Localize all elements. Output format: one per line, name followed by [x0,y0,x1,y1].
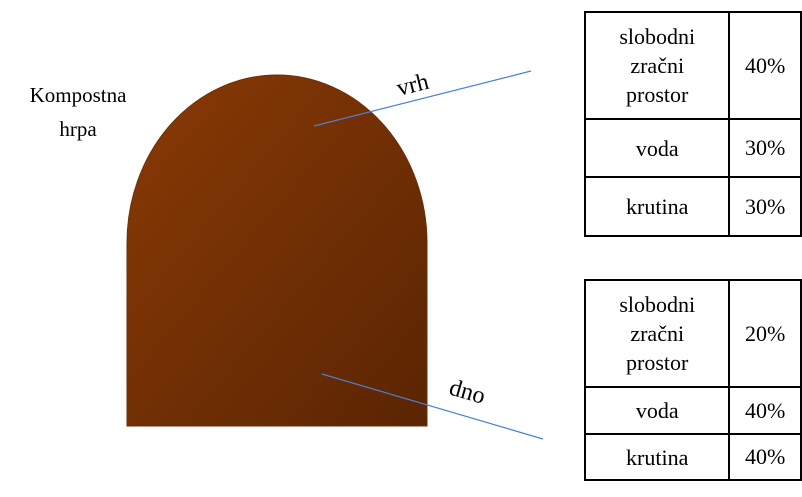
component-name-line: prostor [626,350,689,375]
table-row: krutina 40% [583,433,802,481]
component-name-line: prostor [626,82,689,107]
top-callout-line [313,70,532,127]
percentage-cell: 30% [728,118,802,178]
component-name-cell: krutina [583,176,731,237]
top-callout-label: vrh [394,69,431,102]
component-name-line: voda [635,398,679,423]
bottom-callout-line [321,373,544,440]
table-row: voda 40% [583,386,802,435]
component-name-line: zračni [630,321,685,346]
table-row: slobodni zračni prostor 40% [583,11,802,120]
percentage-cell: 40% [728,386,802,435]
component-name-line: slobodni [619,292,696,317]
component-name-cell: voda [583,118,731,178]
table-row: slobodni zračni prostor 20% [583,279,802,388]
percentage-cell: 40% [728,11,802,120]
table-row: krutina 30% [583,176,802,237]
compost-pile-shape [126,74,428,427]
component-name-line: krutina [626,444,689,470]
component-name-cell: slobodni zračni prostor [583,279,731,388]
component-name-line: krutina [626,194,689,219]
component-name-cell: slobodni zračni prostor [583,11,731,120]
component-name-line: zračni [630,53,685,78]
component-name-line: slobodni [619,24,696,49]
percentage-cell: 40% [728,433,802,481]
component-name-cell: voda [583,386,731,435]
pile-label-line1: Kompostna [29,83,127,107]
top-composition-table: slobodni zračni prostor 40% voda 30% kru… [583,11,802,237]
bottom-composition-table: slobodni zračni prostor 20% voda 40% kru… [583,279,802,481]
percentage-cell: 30% [728,176,802,237]
pile-label: Kompostna hrpa [8,78,148,146]
table-row: voda 30% [583,118,802,178]
component-name-line: voda [635,135,679,161]
component-name-cell: krutina [583,433,731,481]
bottom-callout-label: dno [446,375,488,410]
pile-label-line2: hrpa [59,117,97,141]
percentage-cell: 20% [728,279,802,388]
